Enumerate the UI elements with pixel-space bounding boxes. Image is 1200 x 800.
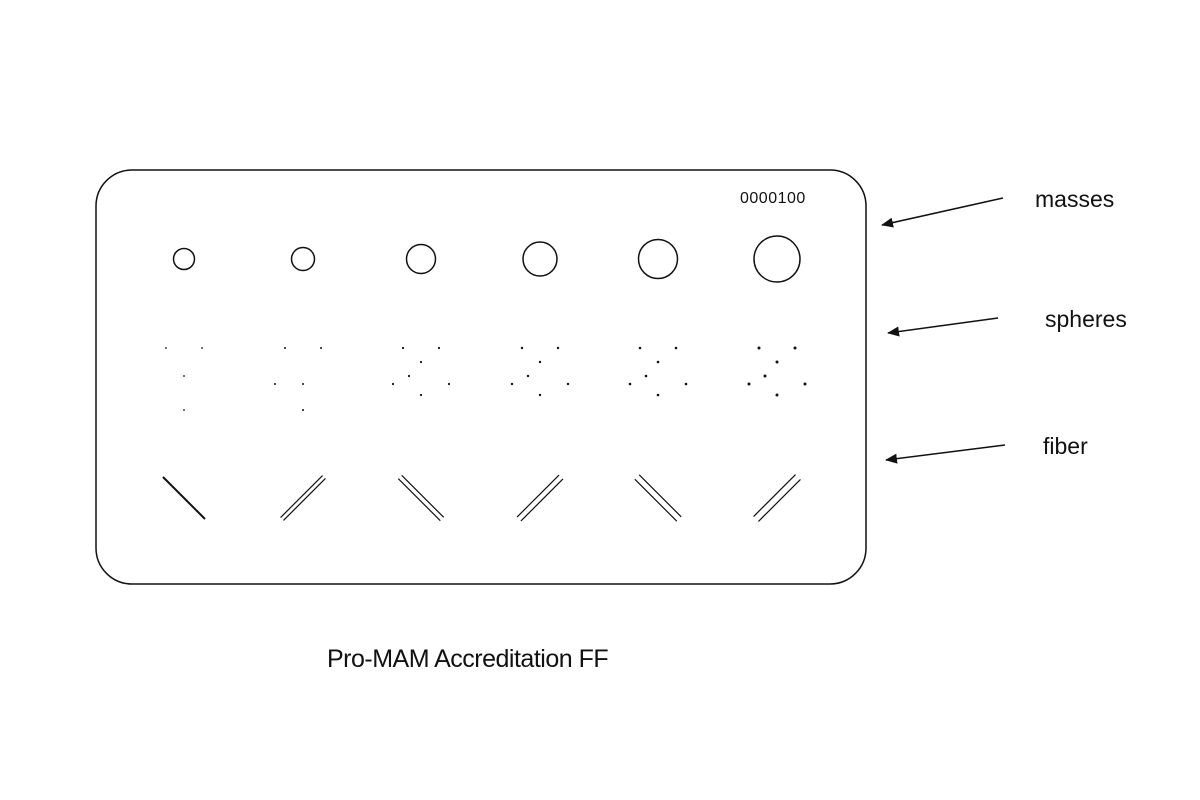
sphere-group-4 [510,346,570,397]
sphere-dot [775,393,779,397]
sphere-group-5 [628,346,688,397]
fiber-label: fiber [1043,433,1088,459]
sphere-dot [419,360,423,364]
sphere-dot [407,374,411,378]
sphere-dot [201,347,203,349]
sphere-dot [510,382,514,386]
sphere-dot [674,346,678,350]
mass-1 [172,247,196,271]
spheres-arrow [887,317,999,337]
mass-4 [522,241,558,277]
fiber-2 [280,475,326,521]
fiber-4 [516,474,564,522]
sphere-dot [628,382,632,386]
sphere-dot [803,382,807,386]
mass-6 [753,235,801,283]
sphere-dot [556,346,560,350]
mass-3 [405,243,437,275]
fiber-1 [162,476,206,520]
sphere-dot [320,347,322,349]
spheres-row [165,346,807,411]
sphere-group-6 [747,346,807,397]
sphere-dot [763,374,767,378]
sphere-dot [401,346,405,350]
sphere-group-2 [274,347,322,411]
sphere-dot [183,375,185,377]
sphere-dot [526,374,530,378]
fiber-arrow [885,444,1006,464]
fibers-row [162,474,801,522]
sphere-dot [520,346,524,350]
sphere-dot [165,347,167,349]
sphere-dot [638,346,642,350]
fiber-6 [753,474,801,522]
sphere-group-3 [391,346,451,397]
sphere-dot [183,409,185,411]
sphere-dot [284,347,286,349]
sphere-dot [757,346,761,350]
sphere-dot [391,382,395,386]
sphere-dot [302,409,304,411]
sphere-dot [274,383,276,385]
sphere-dot [538,393,542,397]
sphere-dot [656,393,660,397]
sphere-dot [566,382,570,386]
sphere-dot [644,374,648,378]
phantom-caption: Pro-MAM Accreditation FF [327,645,609,673]
sphere-dot [684,382,688,386]
masses-arrow [881,197,1004,228]
fiber-3 [397,474,445,522]
sphere-dot [775,360,779,364]
masses-label: masses [1035,186,1115,212]
sphere-dot [437,346,441,350]
sphere-dot [447,382,451,386]
sphere-dot [747,382,751,386]
sphere-group-1 [165,347,203,411]
masses-row [172,235,801,283]
sphere-dot [419,393,423,397]
fiber-5 [634,474,682,522]
sphere-dot [538,360,542,364]
spheres-label: spheres [1045,306,1127,332]
phantom-outline [95,169,867,585]
mass-2 [290,246,316,272]
sphere-dot [656,360,660,364]
sphere-dot [793,346,797,350]
serial-number: 0000100 [740,190,806,207]
sphere-dot [302,383,304,385]
mass-5 [637,238,679,280]
